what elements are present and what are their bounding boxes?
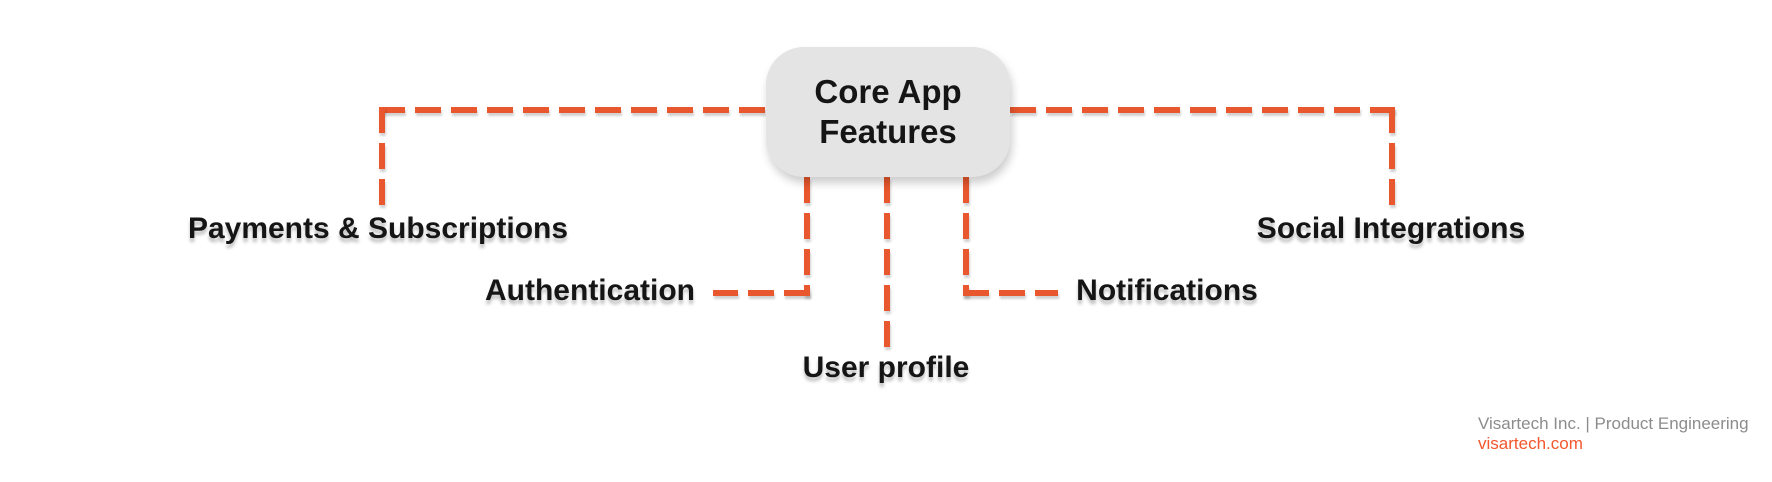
- connector-notifications-horizontal: [963, 290, 1058, 296]
- footer-branding: Visartech Inc. | Product Engineering vis…: [1478, 414, 1749, 454]
- footer-website-link[interactable]: visartech.com: [1478, 434, 1583, 453]
- feature-label-payments: Payments & Subscriptions: [187, 212, 569, 245]
- feature-label-social-integrations: Social Integrations: [1256, 212, 1526, 245]
- connector-user-profile-vertical: [884, 177, 890, 348]
- connector-payments-horizontal: [379, 107, 766, 113]
- center-node-core-app-features: Core App Features: [766, 47, 1010, 177]
- connector-notifications-vertical: [963, 177, 969, 296]
- connector-authentication-horizontal: [713, 290, 810, 296]
- center-node-label-line1: Core App: [814, 73, 962, 110]
- connector-payments-vertical: [379, 107, 385, 207]
- footer-company-text: Visartech Inc. | Product Engineering: [1478, 414, 1749, 433]
- feature-label-notifications: Notifications: [1076, 274, 1258, 307]
- connector-authentication-vertical: [804, 177, 810, 296]
- center-node-label-line2: Features: [819, 113, 957, 150]
- connector-social-horizontal: [1010, 107, 1395, 113]
- feature-label-authentication: Authentication: [485, 274, 695, 307]
- feature-label-user-profile: User profile: [802, 351, 970, 384]
- connector-social-vertical: [1389, 107, 1395, 207]
